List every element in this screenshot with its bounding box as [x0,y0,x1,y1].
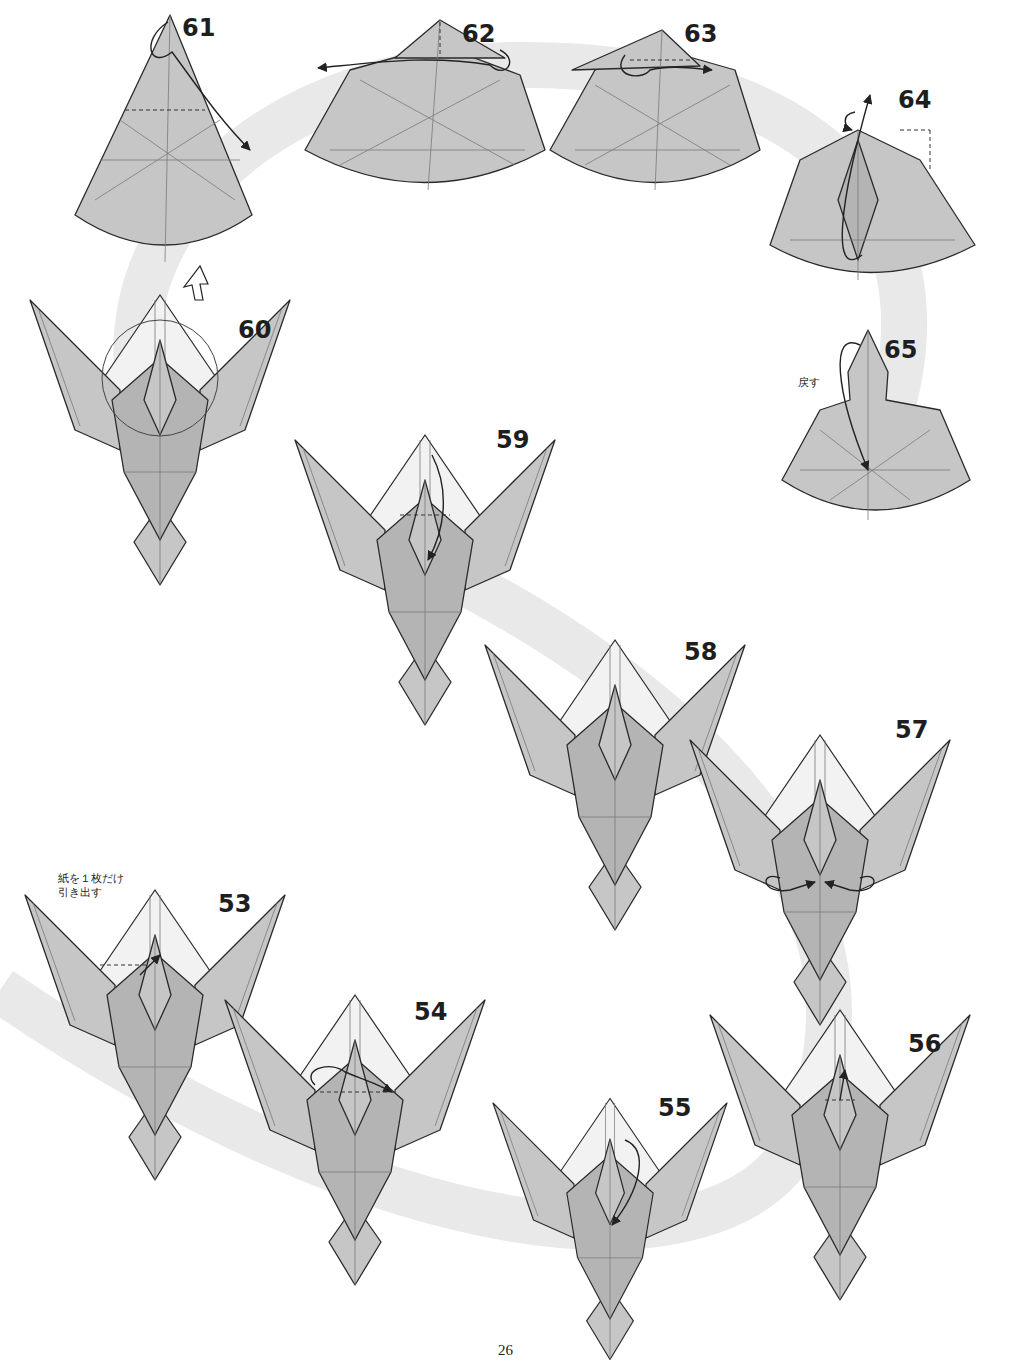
step-number: 63 [684,22,717,46]
step-number: 64 [898,88,931,112]
step-number: 53 [218,892,251,916]
step-number: 55 [658,1096,691,1120]
instruction-note: 紙を１枚だけ 引き出す [58,872,132,900]
step-number: 59 [496,428,529,452]
step-number: 57 [895,718,928,742]
step-number: 54 [414,1000,447,1024]
step-number: 58 [684,640,717,664]
page-number: 26 [498,1342,513,1359]
step-number: 61 [182,16,215,40]
step-number: 56 [908,1032,941,1056]
step-number: 60 [238,318,271,342]
step-number: 62 [462,22,495,46]
step-number: 65 [884,338,917,362]
instruction-note: 戻す [798,376,872,390]
